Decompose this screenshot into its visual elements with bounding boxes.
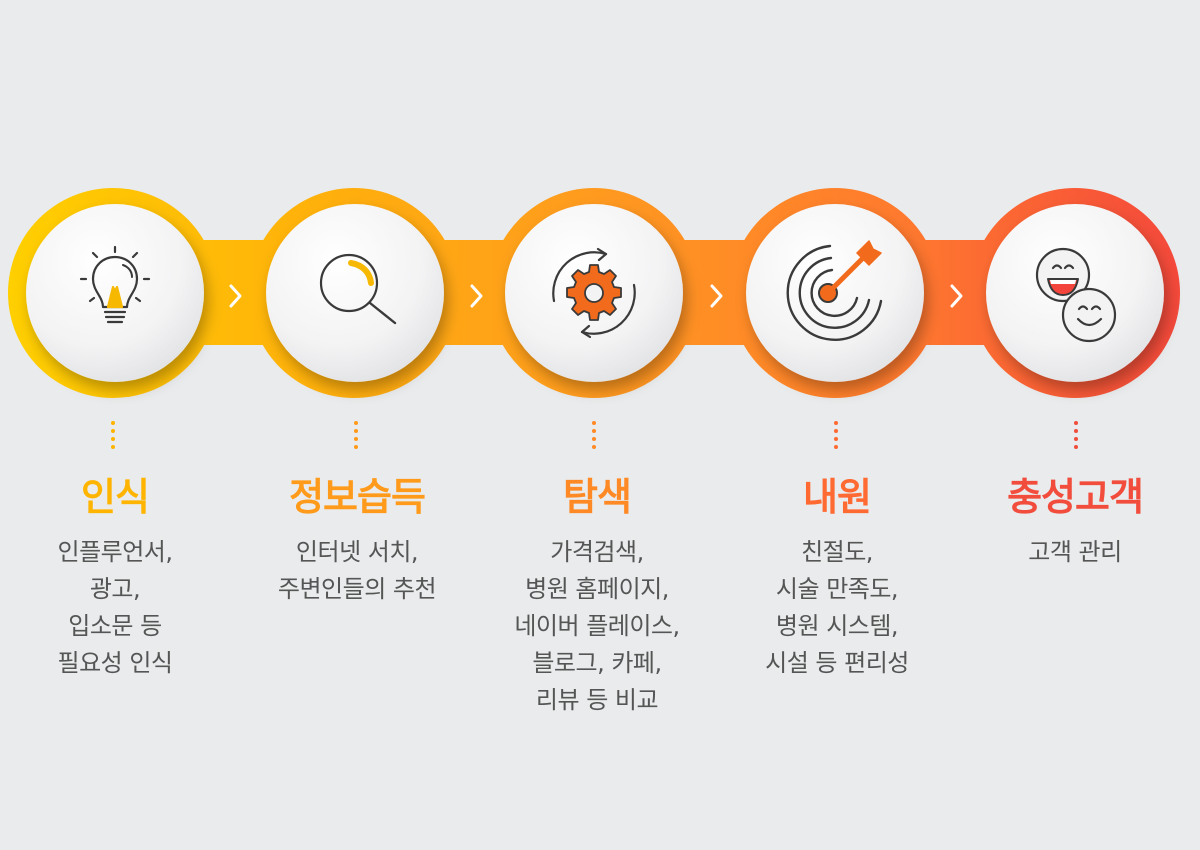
chevron-right-icon: [470, 284, 483, 308]
description-line: 병원 시스템,: [775, 612, 899, 640]
description-line: 시설 등 편리성: [765, 649, 909, 677]
connector-dot: [111, 445, 115, 449]
step-title: 내원: [803, 475, 872, 519]
step-2: 정보습득 인터넷 서치, 주변인들의 추천: [237, 474, 477, 608]
chevron-right-icon: [710, 284, 723, 308]
description-line: 광고,: [89, 575, 141, 603]
description-line: 친절도,: [801, 538, 873, 566]
target-icon: [786, 240, 883, 341]
description-line: 블로그, 카페,: [532, 649, 662, 677]
step-description: 친절도, 시술 만족도, 병원 시스템, 시설 등 편리성: [717, 534, 957, 682]
description-line: 인터넷 서치,: [295, 538, 419, 566]
inner-circles: [26, 204, 1164, 382]
step-description: 가격검색, 병원 홈페이지, 네이버 플레이스, 블로그, 카페, 리뷰 등 비…: [477, 534, 717, 719]
description-line: 네이버 플레이스,: [514, 612, 680, 640]
description-line: 입소문 등: [68, 612, 162, 640]
description-line: 고객 관리: [1028, 538, 1122, 566]
description-line: 인플루언서,: [57, 538, 173, 566]
connector-dot: [592, 429, 596, 433]
step-1: 인식 인플루언서, 광고, 입소문 등 필요성 인식: [0, 474, 235, 682]
description-line: 가격검색,: [550, 538, 644, 566]
step-description: 인플루언서, 광고, 입소문 등 필요성 인식: [0, 534, 235, 682]
connector-dot: [354, 429, 358, 433]
connector-dot: [834, 445, 838, 449]
connector-dot: [1074, 421, 1078, 425]
description-line: 주변인들의 추천: [277, 575, 437, 603]
gear-cycle-icon: [552, 247, 636, 339]
connector-dot: [592, 437, 596, 441]
dotted-connector: [592, 421, 596, 449]
step-title: 인식: [81, 475, 150, 519]
connector-dot: [1074, 429, 1078, 433]
dotted-connector: [111, 421, 115, 449]
dotted-connector: [1074, 421, 1078, 449]
inner-circle-2: [266, 204, 444, 382]
step-4: 내원 친절도, 시술 만족도, 병원 시스템, 시설 등 편리성: [717, 474, 957, 682]
connector-dot: [111, 429, 115, 433]
connector-dot: [834, 437, 838, 441]
step-5: 충성고객 고객 관리: [955, 474, 1195, 571]
connector-dot: [1074, 437, 1078, 441]
step-title: 탐색: [563, 475, 632, 519]
connector-dot: [834, 429, 838, 433]
connector-dot: [354, 445, 358, 449]
step-description: 인터넷 서치, 주변인들의 추천: [237, 534, 477, 608]
connector-dot: [111, 437, 115, 441]
description-line: 리뷰 등 비교: [535, 686, 659, 714]
chevron-right-icon: [229, 284, 242, 308]
lightbulb-icon: [79, 245, 151, 324]
connector-dot: [1074, 445, 1078, 449]
chevron-right-icon: [950, 284, 963, 308]
dotted-connector: [834, 421, 838, 449]
connector-dot: [354, 421, 358, 425]
smiley-faces-icon: [1035, 247, 1117, 343]
step-arrows: [229, 284, 963, 308]
description-line: 필요성 인식: [57, 649, 173, 677]
connector-dot: [592, 445, 596, 449]
connector-dot: [592, 421, 596, 425]
description-line: 시술 만족도,: [775, 575, 899, 603]
connector-dot: [111, 421, 115, 425]
step-description: 고객 관리: [955, 534, 1195, 571]
magnifier-icon: [319, 253, 397, 325]
description-line: 병원 홈페이지,: [525, 575, 669, 603]
connector-dot: [354, 437, 358, 441]
step-3: 탐색 가격검색, 병원 홈페이지, 네이버 플레이스, 블로그, 카페, 리뷰 …: [477, 474, 717, 719]
dotted-connector: [354, 421, 358, 449]
step-title: 충성고객: [1007, 475, 1144, 519]
step-title: 정보습득: [289, 475, 426, 519]
connector-dot: [834, 421, 838, 425]
